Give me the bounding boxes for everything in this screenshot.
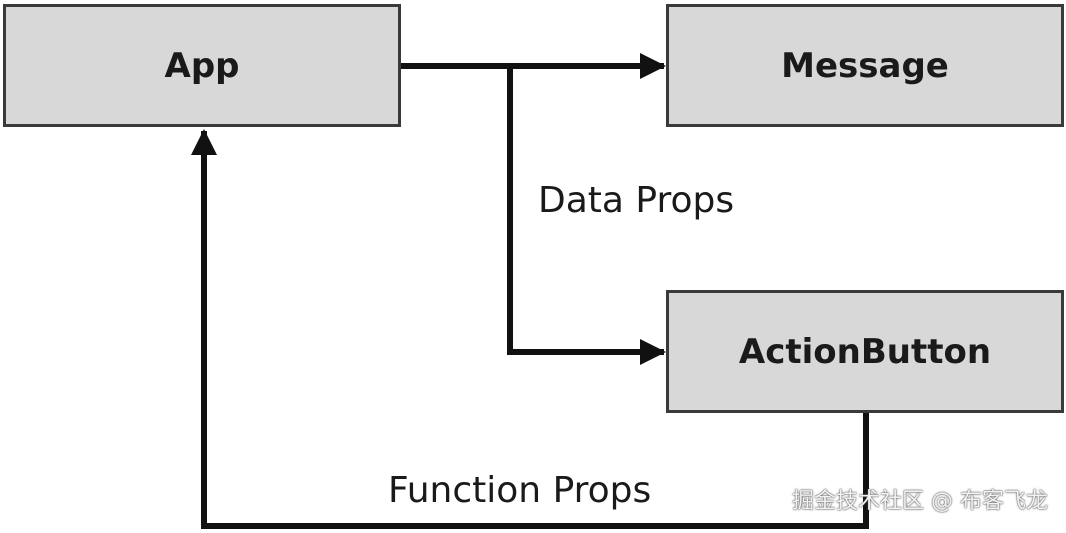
actionbutton-node: ActionButton (666, 290, 1064, 413)
arrow-actionbutton-to-app (191, 129, 869, 529)
arrow-app-to-actionbutton (507, 66, 666, 365)
data-props-label: Data Props (538, 180, 735, 221)
app-node: App (3, 4, 401, 127)
app-node-label: App (164, 45, 240, 86)
function-props-label: Function Props (388, 470, 652, 511)
watermark: 掘金技术社区 @ 布客飞龙 (792, 489, 1048, 514)
actionbutton-node-label: ActionButton (738, 331, 992, 372)
message-node-label: Message (781, 45, 949, 86)
message-node: Message (666, 4, 1064, 127)
